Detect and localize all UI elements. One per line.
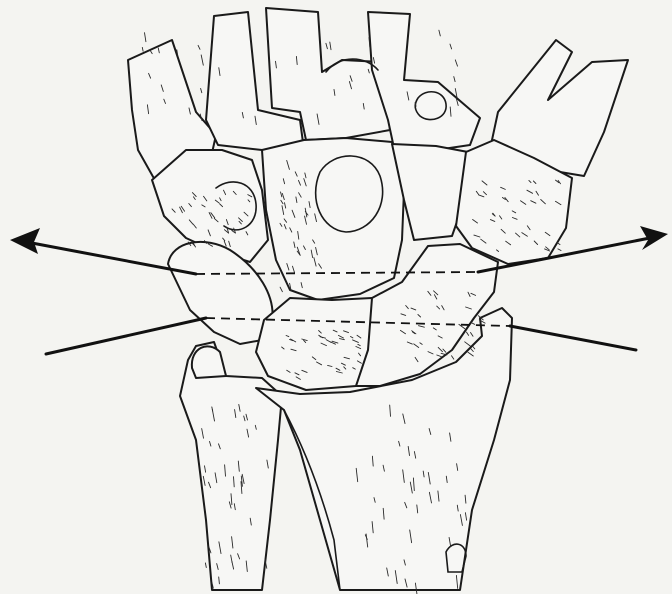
hatch-metacarpals [201,55,203,65]
hatch-capitate [280,287,282,292]
ulna [180,342,282,590]
pisiform-triquetrum [168,242,273,344]
hatch-scaphoid [467,332,469,335]
hatch-scaphoid [471,323,474,325]
hatch-ulna [205,563,206,568]
hatch-scaphoid [471,333,474,337]
hatch-metacarpals [201,88,202,92]
hatch-metacarpals [142,47,143,51]
lower-axis-right-segment [510,326,636,350]
hatch-metacarpals [454,77,455,82]
arrow-left-icon [10,228,40,254]
hatch-metacarpals [145,33,146,42]
hatch-metacarpals [330,42,331,50]
hatch-scaphoid [465,342,471,346]
hatch-metacarpals [450,44,452,49]
hatch-metacarpals [198,45,200,49]
hatch-scaphoid [452,356,454,359]
hatch-metacarpals [439,30,440,36]
ulnar-styloid [192,346,226,378]
lower-axis-left-segment [46,318,206,354]
hatch-trapezium [558,249,561,251]
hatch-metacarpals [455,60,457,66]
capitate [262,138,404,300]
hatch-metacarpals [326,43,328,48]
upper-axis-left-segment [16,240,196,274]
